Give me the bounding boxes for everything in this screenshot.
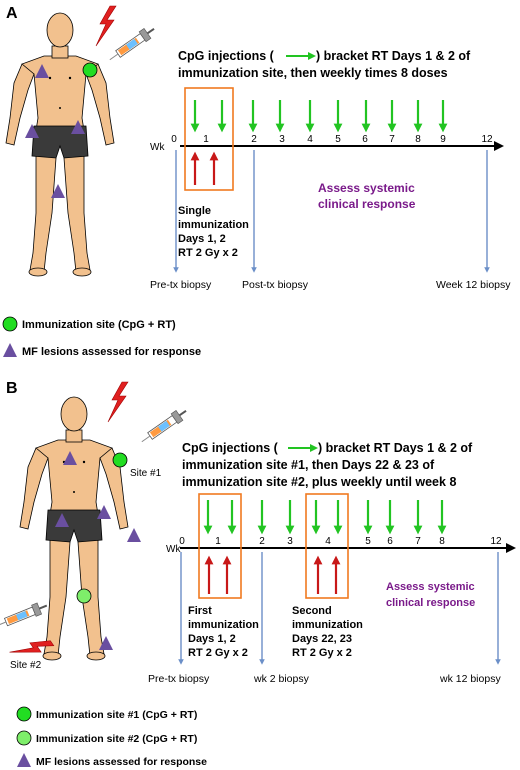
- legend-triangle-icon: [17, 753, 31, 767]
- site1-label: Site #1: [130, 468, 162, 479]
- lesion-triangle-icon: [71, 120, 85, 134]
- week-tick-label: 6: [362, 134, 368, 145]
- week-tick-label: 8: [439, 536, 445, 547]
- second-immunization-box: [305, 493, 349, 599]
- second-line-4: RT 2 Gy x 2: [292, 647, 352, 659]
- week-tick-label: 3: [287, 536, 293, 547]
- body-figure-b: [19, 396, 129, 661]
- first-line-1: First: [188, 605, 212, 617]
- week-tick-label: 8: [415, 134, 421, 145]
- title-b-line2: immunization site #1, then Days 22 & 23 …: [182, 458, 435, 472]
- week-tick-label: 1: [203, 134, 209, 145]
- lesion-triangle-icon: [25, 124, 39, 138]
- legend-site2-icon: [16, 730, 32, 746]
- week-tick-label: 4: [325, 536, 331, 547]
- immunization-line-2: immunization: [178, 219, 249, 231]
- week-tick-label: 3: [279, 134, 285, 145]
- biopsy-b-wk12: wk 12 biopsy: [439, 673, 501, 685]
- panel-a-label: A: [6, 5, 18, 22]
- panel-b-label: B: [6, 380, 18, 397]
- first-immunization-description: First immunization Days 1, 2 RT 2 Gy x 2: [188, 605, 259, 659]
- week-tick-label: 2: [259, 536, 265, 547]
- title-b-part2: ) bracket RT Days 1 & 2 of: [318, 441, 473, 455]
- title-a-part1: CpG injections (: [178, 49, 275, 63]
- week-tick-label: 2: [251, 134, 257, 145]
- lesion-triangle-icon: [55, 513, 69, 527]
- assess-line-1: Assess systemic: [318, 181, 415, 195]
- legend-b-site1: Immunization site #1 (CpG + RT): [36, 709, 197, 721]
- week-tick-label: 7: [389, 134, 395, 145]
- lightning-bolt-icon: [95, 5, 117, 47]
- body-figure-a: [5, 12, 115, 277]
- immunization-line-1: Single: [178, 205, 211, 217]
- title-b-line3: immunization site #2, plus weekly until …: [182, 475, 456, 489]
- lesion-triangle-icon: [127, 528, 141, 542]
- immunization-line-4: RT 2 Gy x 2: [178, 247, 238, 259]
- first-line-4: RT 2 Gy x 2: [188, 647, 248, 659]
- assess-b-line-2: clinical response: [386, 597, 475, 609]
- immunization-line-3: Days 1, 2: [178, 233, 226, 245]
- site2-label: Site #2: [10, 660, 42, 671]
- lesion-triangle-icon: [51, 184, 65, 198]
- biopsy-label-post: Post-tx biopsy: [242, 279, 309, 291]
- legend-triangle-icon: [3, 343, 17, 357]
- biopsy-label-pre: Pre-tx biopsy: [150, 279, 212, 291]
- week-tick-label: 9: [440, 134, 446, 145]
- legend-a-site: Immunization site (CpG + RT): [22, 319, 176, 331]
- site1-marker: [112, 452, 128, 468]
- second-line-3: Days 22, 23: [292, 633, 352, 645]
- panel-b: B Site #1 Site #2 CpG injections ( ) bra…: [0, 380, 516, 768]
- legend-b-lesion: MF lesions assessed for response: [36, 756, 207, 768]
- biopsy-b-pre: Pre-tx biopsy: [148, 673, 210, 685]
- second-immunization-description: Second immunization Days 22, 23 RT 2 Gy …: [292, 605, 363, 659]
- lightning-bolt-icon: [107, 381, 129, 423]
- lesion-triangle-icon: [99, 636, 113, 650]
- lesion-triangle-icon: [97, 505, 111, 519]
- legend-site1-icon: [16, 706, 32, 722]
- lesion-triangle-icon: [35, 64, 49, 78]
- week-tick-label: 5: [365, 536, 371, 547]
- title-a-line2: immunization site, then weekly times 8 d…: [178, 66, 448, 80]
- first-line-3: Days 1, 2: [188, 633, 236, 645]
- lesion-triangle-icon: [63, 451, 77, 465]
- week-tick-label: 6: [387, 536, 393, 547]
- legend-site-icon: [2, 316, 18, 332]
- week-tick-label: 7: [415, 536, 421, 547]
- week-prefix: Wk: [150, 142, 165, 153]
- syringe-icon: [105, 22, 159, 66]
- site2-marker: [76, 588, 92, 604]
- assess-line-2: clinical response: [318, 197, 416, 211]
- biopsy-label-week12: Week 12 biopsy: [436, 279, 511, 291]
- first-immunization-box: [198, 493, 242, 599]
- title-b-part1: CpG injections (: [182, 441, 279, 455]
- immunization-box: [184, 87, 234, 191]
- biopsy-b-wk2: wk 2 biopsy: [253, 673, 310, 685]
- title-a-part2: ) bracket RT Days 1 & 2 of: [316, 49, 471, 63]
- week-prefix: Wk: [166, 544, 181, 555]
- week-tick-label: 4: [307, 134, 313, 145]
- second-line-2: immunization: [292, 619, 363, 631]
- week-tick-label: 12: [490, 536, 502, 547]
- immunization-description: Single immunization Days 1, 2 RT 2 Gy x …: [178, 205, 249, 259]
- first-line-2: immunization: [188, 619, 259, 631]
- legend-a-lesion: MF lesions assessed for response: [22, 346, 201, 358]
- panel-a: A CpG injections ( ) bracket RT Days 1 &…: [2, 5, 511, 358]
- second-line-1: Second: [292, 605, 332, 617]
- week-tick-label: 0: [179, 536, 185, 547]
- immunization-site-marker: [82, 62, 98, 78]
- week-tick-label: 0: [171, 134, 177, 145]
- week-tick-label: 5: [335, 134, 341, 145]
- assess-b-line-1: Assess systemic: [386, 581, 475, 593]
- syringe-icon: [0, 598, 51, 633]
- legend-b-site2: Immunization site #2 (CpG + RT): [36, 733, 197, 745]
- week-tick-label: 12: [481, 134, 493, 145]
- week-tick-label: 1: [215, 536, 221, 547]
